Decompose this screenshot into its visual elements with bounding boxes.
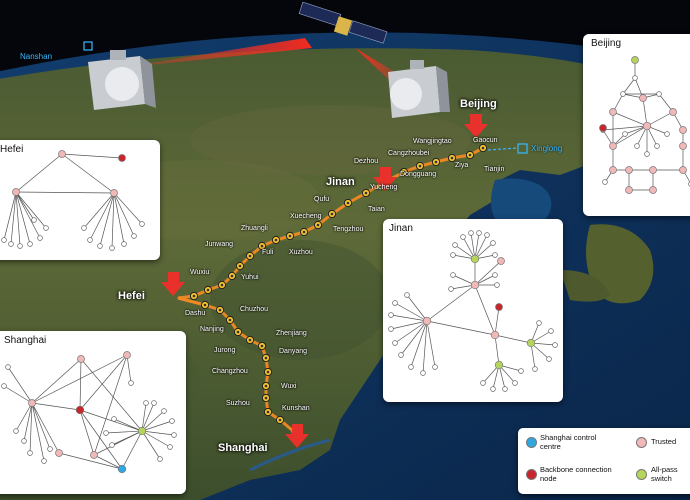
beijing-network-panel: Beijing <box>583 34 690 216</box>
shanghai-network-panel: Shanghai <box>0 331 186 494</box>
location-arrow-icon <box>285 424 309 448</box>
relay-node-center <box>278 418 282 422</box>
city-label: Jurong <box>214 347 236 354</box>
legend-swatch-control <box>526 437 537 448</box>
relay-node-center <box>192 294 196 298</box>
location-arrow-icon <box>161 272 185 296</box>
relay-node-center <box>236 330 240 334</box>
panel-title: Shanghai <box>4 335 47 346</box>
city-label: Xuzhou <box>289 249 313 256</box>
city-label-beijing: Beijing <box>460 98 497 110</box>
city-label: Kunshan <box>282 405 310 412</box>
city-label: Dashu <box>185 310 206 317</box>
ground-station-icon <box>88 50 156 110</box>
legend-label-backbone: Backbone connection node <box>540 465 612 483</box>
relay-node-center <box>434 160 438 164</box>
ground-station-label: Nanshan <box>20 52 53 61</box>
city-label: Xuecheng <box>290 213 322 220</box>
relay-node-center <box>316 223 320 227</box>
ground-station-label: Xinglong <box>531 144 563 153</box>
city-label: Cangzhoubei <box>388 150 430 157</box>
hefei-network-graph <box>1 150 145 251</box>
city-label-hefei: Hefei <box>118 290 145 302</box>
city-label: Yuhui <box>241 274 259 281</box>
panel-title: Beijing <box>591 38 622 49</box>
city-label: Zhuangli <box>241 225 268 232</box>
relay-node-center <box>288 234 292 238</box>
relay-node-center <box>346 201 350 205</box>
relay-node-center <box>264 384 268 388</box>
city-label: Changzhou <box>212 368 248 375</box>
relay-node-center <box>248 254 252 258</box>
relay-node-center <box>248 338 252 342</box>
relay-node-center <box>274 238 278 242</box>
city-label: Chuzhou <box>240 306 269 313</box>
city-label: Junwang <box>205 241 234 248</box>
hefei-network-panel: Hefei <box>0 140 160 260</box>
city-label: Tianjin <box>484 166 505 173</box>
city-label: Danyang <box>279 348 308 355</box>
satellite-icon <box>298 1 388 44</box>
relay-node-center <box>266 370 270 374</box>
relay-node-center <box>302 230 306 234</box>
relay-node-center <box>481 146 485 150</box>
shanghai-network-graph <box>1 351 177 474</box>
city-label: Dezhou <box>354 158 379 165</box>
legend-label-allpass: All-pass switch <box>651 465 678 483</box>
relay-node-center <box>266 410 270 414</box>
panel-title: Jinan <box>389 223 413 234</box>
relay-node-center <box>260 344 264 348</box>
city-label: Gaocun <box>473 137 498 144</box>
relay-node-center <box>230 274 234 278</box>
city-label: Wangjingtao <box>413 138 452 145</box>
city-label: Fuli <box>262 249 274 256</box>
relay-node-center <box>450 156 454 160</box>
jinan-network-panel: Jinan <box>383 219 563 402</box>
relay-node-center <box>364 191 368 195</box>
legend-label-control: Shanghai control centre <box>540 433 597 451</box>
legend-label-trusted: Trusted <box>651 437 677 446</box>
relay-node-center <box>330 212 334 216</box>
relay-node-center <box>402 170 406 174</box>
city-label-jinan: Jinan <box>326 176 355 188</box>
relay-node-center <box>203 303 207 307</box>
city-label: Ziya <box>455 162 469 169</box>
panel-title: Hefei <box>0 144 24 155</box>
relay-node-center <box>264 356 268 360</box>
ground-station-icon <box>388 60 450 118</box>
city-label: Qufu <box>314 196 330 203</box>
location-arrow-icon <box>464 114 488 138</box>
city-label: Yucheng <box>370 184 398 191</box>
city-label: Wuxi <box>281 383 297 390</box>
city-label-shanghai: Shanghai <box>218 442 268 454</box>
city-label: Nanjing <box>200 326 224 333</box>
legend-swatch-trusted <box>636 437 647 448</box>
city-label: Suzhou <box>226 400 250 407</box>
city-label: Dongguang <box>400 171 437 178</box>
city-label: Wuxiu <box>190 269 210 276</box>
city-label: Zhenjiang <box>276 330 307 337</box>
legend-swatch-allpass <box>636 469 647 480</box>
relay-node-center <box>218 308 222 312</box>
legend-panel: Shanghai control centre Backbone connect… <box>518 428 690 494</box>
relay-node-center <box>228 318 232 322</box>
relay-node-center <box>468 153 472 157</box>
relay-node-center <box>264 396 268 400</box>
city-label: Taian <box>368 206 385 213</box>
relay-node-center <box>206 288 210 292</box>
city-label: Tengzhou <box>333 226 364 233</box>
relay-node-center <box>418 164 422 168</box>
relay-node-center <box>220 283 224 287</box>
location-arrow-icon <box>373 167 397 191</box>
relay-node-center <box>238 264 242 268</box>
relay-node-center <box>260 244 264 248</box>
beijing-network-graph <box>599 56 690 194</box>
jinan-network-graph <box>388 230 558 392</box>
legend-swatch-backbone <box>526 469 537 480</box>
